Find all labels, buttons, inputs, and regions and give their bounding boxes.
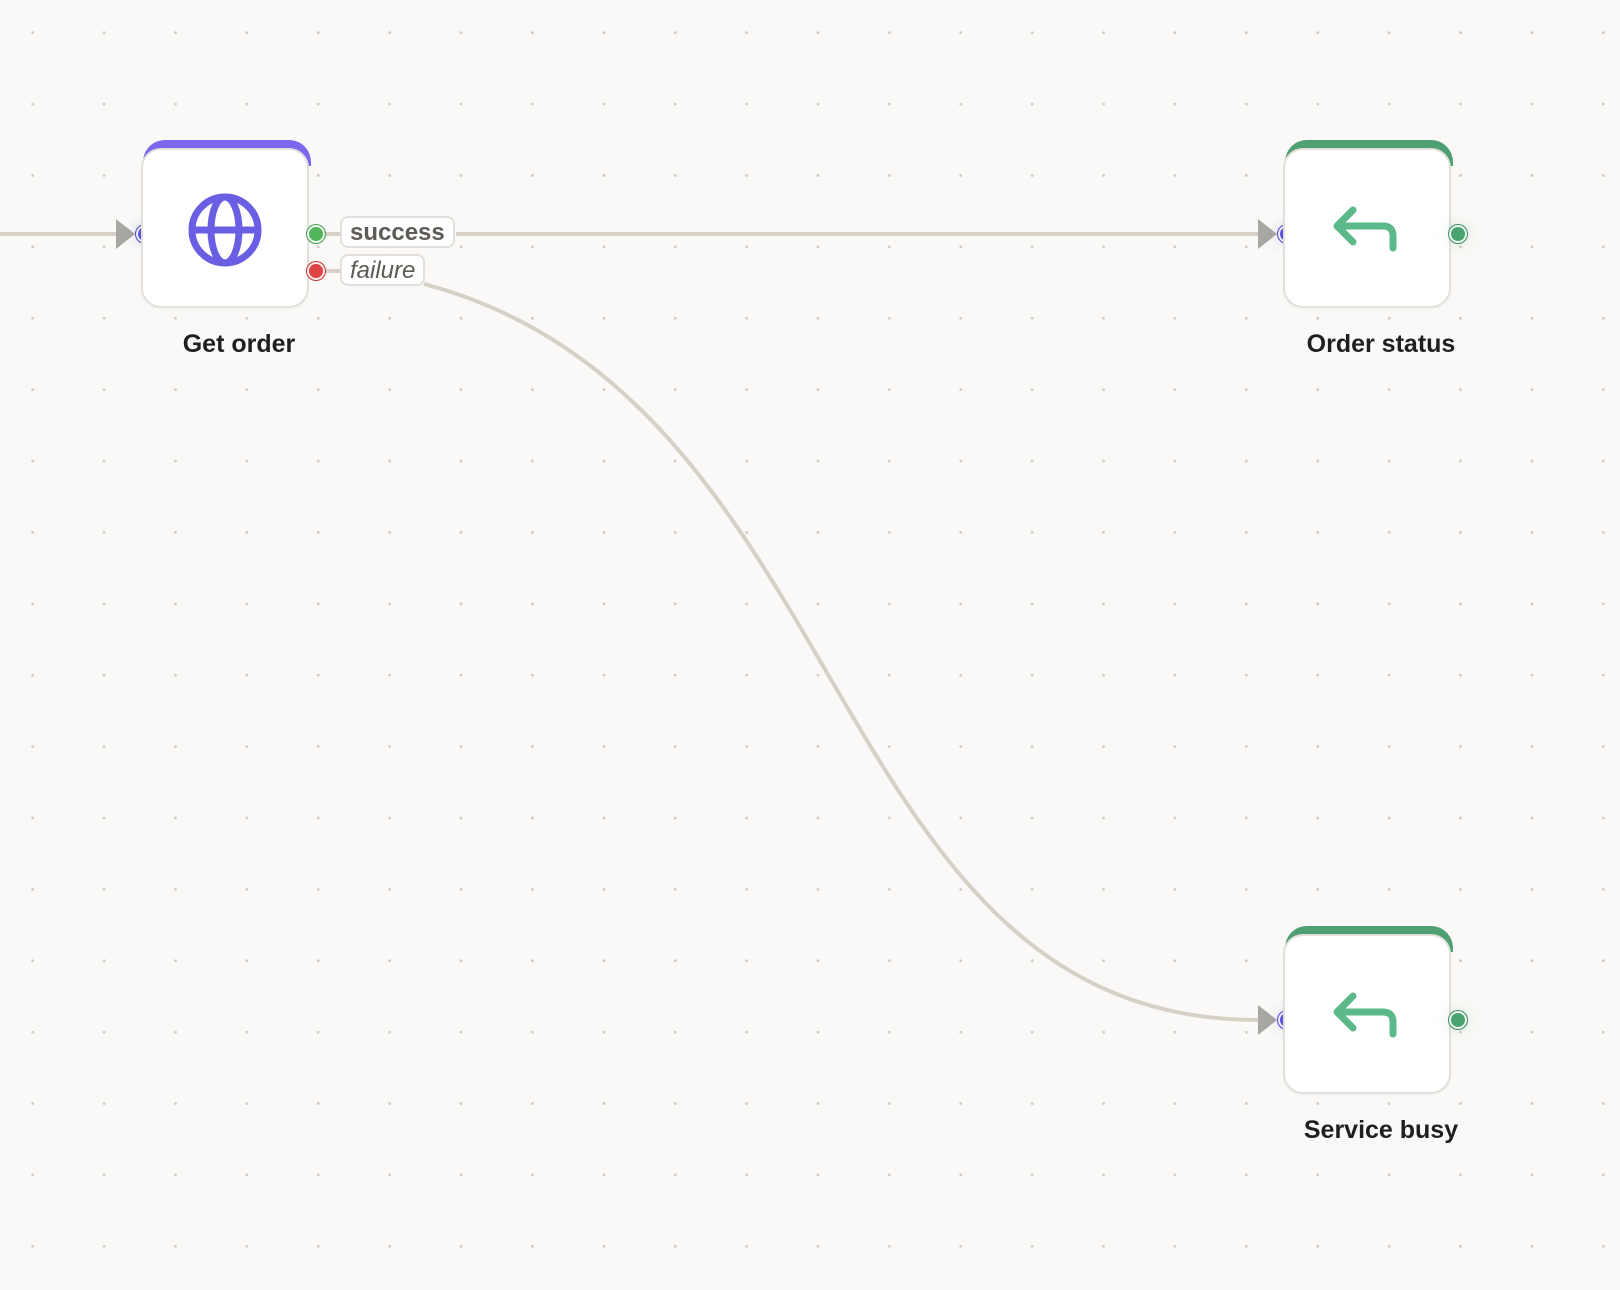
node-service-busy[interactable] (1283, 926, 1455, 1098)
edge-arrowhead (1258, 1005, 1277, 1035)
node-label-order-status: Order status (1306, 330, 1456, 358)
reply-arrow-icon (1333, 206, 1397, 252)
failure-branch-label[interactable]: failure (340, 254, 426, 286)
output-port[interactable] (1449, 1011, 1467, 1029)
edge-failure-to-service-busy[interactable] (423, 282, 1259, 1022)
node-order-status[interactable] (1283, 140, 1455, 312)
node-label-get-order: Get order (182, 330, 296, 358)
reply-arrow-icon (1333, 992, 1397, 1038)
failure-port[interactable] (307, 262, 325, 280)
edge-arrowhead (1258, 219, 1277, 249)
output-port[interactable] (1449, 225, 1467, 243)
success-branch-label[interactable]: success (340, 216, 455, 248)
node-label-service-busy: Service busy (1303, 1116, 1459, 1144)
edge-arrowhead (116, 219, 135, 249)
node-get-order[interactable] (141, 140, 313, 312)
globe-icon (188, 193, 262, 267)
success-port[interactable] (307, 225, 325, 243)
